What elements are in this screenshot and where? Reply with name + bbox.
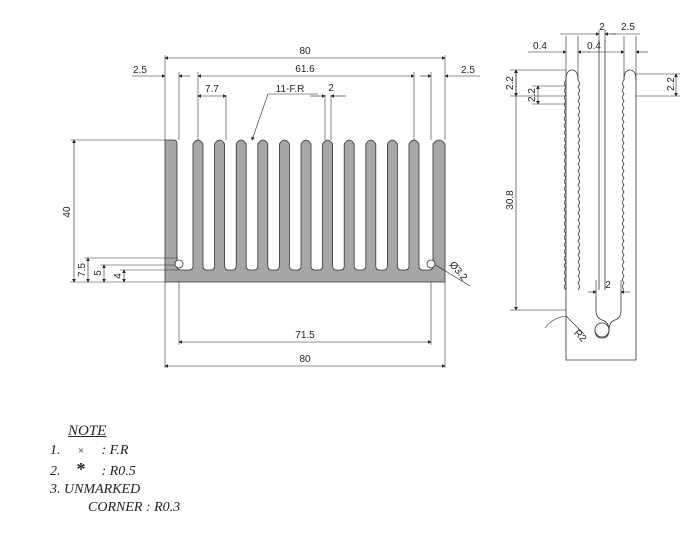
note-item-1: 1. × : F.R [50,443,129,458]
dim-pitch: 7.7 [205,84,219,95]
dim-edge-left: 2.5 [133,65,147,76]
dim-fin-count: 11-F.R [276,84,305,95]
dim-serr-a: 2.2 [505,76,516,90]
front-profile [164,139,446,283]
cross-symbol-icon: × [77,445,85,457]
note-item-3: 3. UNMARKED [50,482,141,497]
dim-inner-width: 71.5 [295,330,315,341]
dim-fin-thickness: 2 [328,83,334,94]
note-item-3-cont: CORNER : R0.3 [88,500,181,515]
side-dimension-texts: 2 2.5 0.4 0.4 2.2 2.2 2.2 30.8 2 R2 [505,22,677,345]
dim-overall-width-top: 80 [299,46,311,57]
dim-base-7-5: 7.5 [77,263,88,277]
asterisk-symbol-icon: * [76,459,86,479]
heatsink-drawing: 80 61.6 2.5 2.5 7.7 11-F.R 2 40 7.5 5 4 … [62,22,680,368]
dim-side-tip: 2.5 [621,22,635,33]
notes-title: NOTE [68,423,107,439]
side-dimension-lines [510,30,680,335]
dim-overall-width-bottom: 80 [299,354,311,365]
dim-base-5: 5 [93,270,104,276]
mount-hole [174,259,184,269]
mount-hole [426,259,436,269]
notes-block: NOTE 1. × : F.R 2. * : R0.5 3. UNMARKED … [50,422,180,517]
side-profile [564,40,637,361]
dim-height: 40 [62,206,73,218]
dim-fin-span: 61.6 [295,64,315,75]
dim-slot-width: 2 [605,280,611,291]
dim-hole: Ø3.2 [447,260,470,284]
dim-base-4: 4 [113,273,124,279]
dim-fin-height: 30.8 [505,190,516,210]
note-item-2: 2. * : R0.5 [50,459,136,479]
dim-side-width-top: 2 [599,22,605,33]
front-extension-lines [70,55,446,368]
front-dimension-lines [72,56,480,368]
dim-serr-b: 2.2 [527,88,538,102]
dim-radius: R2 [571,328,588,345]
dim-gap-right: 0.4 [587,41,601,52]
dim-gap-left: 0.4 [533,41,547,52]
dim-serr-right: 2.2 [666,77,677,91]
dim-edge-right: 2.5 [461,65,475,76]
